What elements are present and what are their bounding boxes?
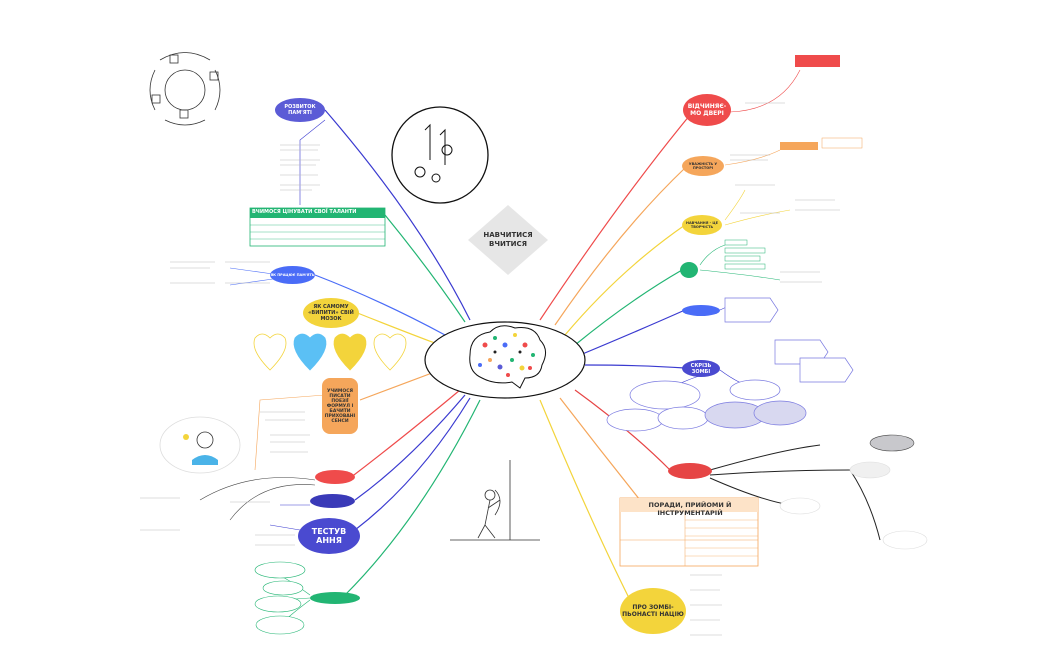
branch-attention[interactable]: УВАЖНІСТЬ У ПРОСТОРІ xyxy=(682,156,724,176)
link-pump xyxy=(354,311,441,346)
branch-learning[interactable]: НАВЧАННЯ - ЦЕ ТВОРЧІСТЬ xyxy=(682,215,722,235)
center-title: НАВЧИТИСЯ ВЧИТИСЯ xyxy=(470,231,546,249)
tips-title: ПОРАДИ, ПРИЙОМИ Й ІНСТРУМЕНТАРІЙ xyxy=(622,501,758,517)
branch-attention-label: УВАЖНІСТЬ У ПРОСТОРІ xyxy=(688,162,718,170)
branch-green-bottom[interactable] xyxy=(310,592,360,604)
branch-write-notes-label: УЧИМОСЯ ПИСАТИ ПОЕЗІЇ ФОРМУЛ І БАЧИТИ ПР… xyxy=(324,388,356,424)
link-red-left xyxy=(349,389,461,479)
branch-talents[interactable]: ВЧИМОСЯ ЦІНУВАТИ СВОЇ ТАЛАНТИ xyxy=(252,209,384,215)
branch-how-memory-label: ЯК ПРАЦЮЄ ПАМ'ЯТЬ xyxy=(270,273,315,277)
title-diamond xyxy=(468,205,548,275)
archer-sketch xyxy=(450,460,540,541)
branch-red-left[interactable] xyxy=(315,470,355,484)
link-purple-left xyxy=(354,394,466,501)
person-sketch xyxy=(183,431,218,465)
hearts-row xyxy=(253,333,407,371)
doors-note xyxy=(795,55,840,67)
link-write xyxy=(359,369,441,401)
center-title-line1: НАВЧИТИСЯ xyxy=(483,231,533,239)
gears-sketch xyxy=(414,123,453,183)
branch-learning-label: НАВЧАННЯ - ЦЕ ТВОРЧІСТЬ xyxy=(686,221,718,229)
link-memory xyxy=(324,109,471,321)
branch-talents-label: ВЧИМОСЯ ЦІНУВАТИ СВОЇ ТАЛАНТИ xyxy=(252,209,357,215)
link-green-bottom xyxy=(344,399,481,596)
link-green-right xyxy=(574,269,683,346)
brain-icon xyxy=(469,325,546,389)
branch-how-memory[interactable]: ЯК ПРАЦЮЄ ПАМ'ЯТЬ xyxy=(270,266,315,284)
tips-title-label: ПОРАДИ, ПРИЙОМИ Й ІНСТРУМЕНТАРІЙ xyxy=(648,501,732,517)
link-zombie xyxy=(584,364,686,369)
branch-doors[interactable]: ВІДЧИНЯЄ- МО ДВЕРІ xyxy=(683,94,731,126)
cycle-sketch xyxy=(149,52,221,126)
branch-pump-brain-label: ЯК САМОМУ «ВИПИТИ» СВІЙ МОЗОК xyxy=(308,304,354,322)
link-talents xyxy=(384,214,466,323)
link-doors xyxy=(539,114,691,321)
branch-memory-dev[interactable]: РОЗВИТОК ПАМ'ЯТІ xyxy=(275,98,325,122)
tips-table xyxy=(619,497,759,567)
branch-testing-label: ТЕСТУВ АННЯ xyxy=(311,527,347,545)
branch-doors-label: ВІДЧИНЯЄ- МО ДВЕРІ xyxy=(687,103,727,117)
branch-zombie-proc[interactable]: ПРО ЗОМБІ- ПЬОНАСТІ НАЦІЮ xyxy=(620,588,686,634)
link-how-memory xyxy=(314,274,446,336)
center-title-line2: ВЧИТИСЯ xyxy=(488,240,527,248)
link-testing xyxy=(354,397,471,531)
link-attention xyxy=(554,167,686,326)
branch-blue-right[interactable] xyxy=(682,305,720,316)
branch-testing[interactable]: ТЕСТУВ АННЯ xyxy=(298,518,360,554)
link-blue-right xyxy=(579,309,686,356)
branch-zombie-proc-label: ПРО ЗОМБІ- ПЬОНАСТІ НАЦІЮ xyxy=(622,604,684,618)
branch-green-right[interactable] xyxy=(680,262,698,278)
branch-memory-dev-label: РОЗВИТОК ПАМ'ЯТІ xyxy=(284,104,316,116)
link-learning xyxy=(564,224,686,336)
link-zombie-proc xyxy=(539,399,631,601)
talents-table xyxy=(249,207,386,247)
branch-pump-brain[interactable]: ЯК САМОМУ «ВИПИТИ» СВІЙ МОЗОК xyxy=(303,298,359,328)
link-tips xyxy=(559,397,641,501)
sketch-circle xyxy=(391,106,489,204)
branch-zombie-label: СКРІЗЬ ЗОМБІ xyxy=(690,362,712,375)
branch-write-notes[interactable]: УЧИМОСЯ ПИСАТИ ПОЕЗІЇ ФОРМУЛ І БАЧИТИ ПР… xyxy=(322,378,358,434)
branch-purple-left[interactable] xyxy=(310,494,355,508)
branch-zombie[interactable]: СКРІЗЬ ЗОМБІ xyxy=(682,360,720,377)
branch-red-right[interactable] xyxy=(668,463,712,479)
